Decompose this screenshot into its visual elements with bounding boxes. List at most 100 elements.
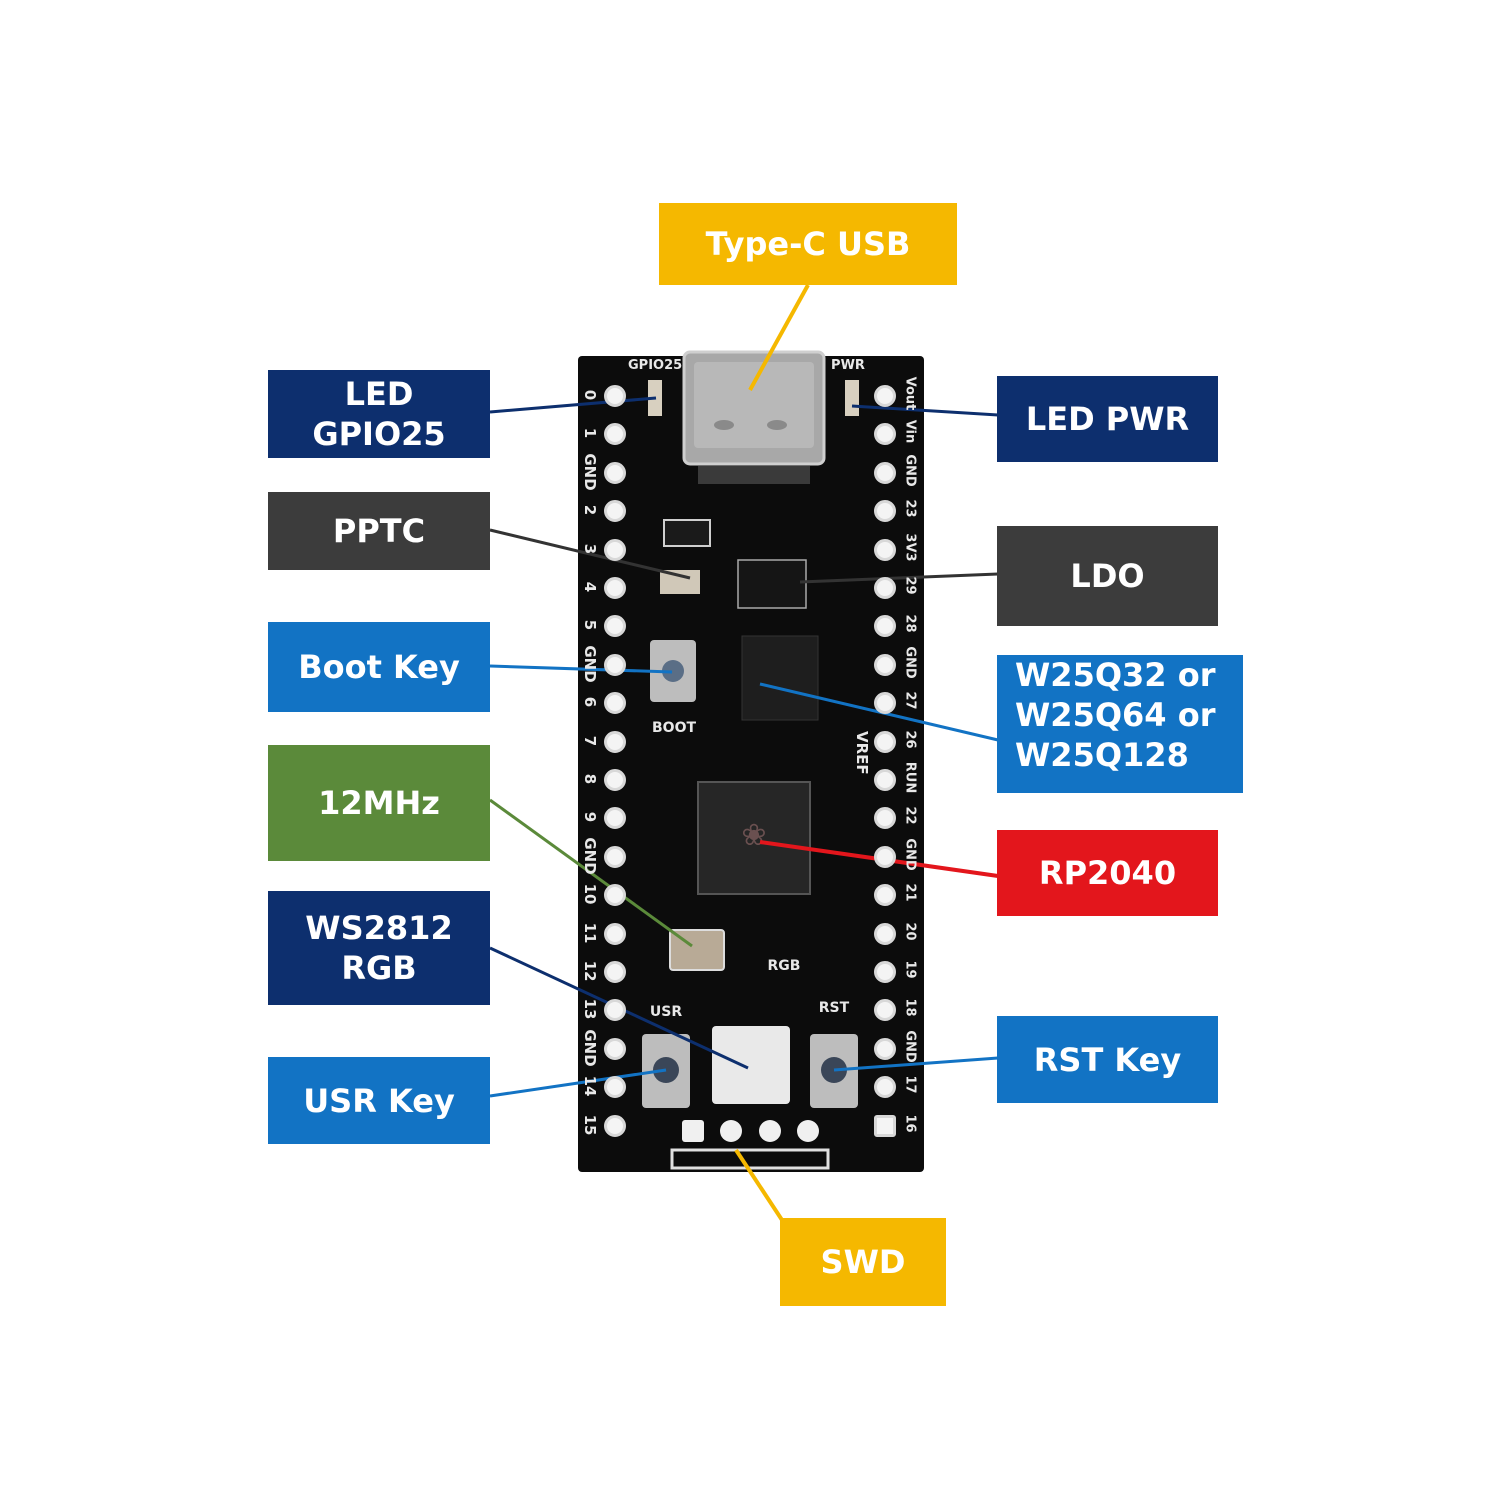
left-pin-label: 10: [581, 883, 599, 905]
left-pin-label: GND: [581, 645, 599, 683]
pptc-fuse: [660, 570, 700, 594]
left-header-pin: [604, 385, 626, 407]
label-led-gpio25: LED GPIO25: [268, 370, 490, 458]
label-rp2040: RP2040: [997, 830, 1218, 916]
label-text: Boot Key: [298, 648, 460, 686]
right-header-pin: [874, 999, 896, 1022]
label-text: GPIO25: [312, 415, 446, 453]
line-led-pwr: [851, 404, 999, 417]
left-header-pin: [604, 961, 626, 983]
right-header-pin: [874, 653, 896, 676]
right-pin-label: 28: [902, 614, 918, 633]
right-header-pin: [874, 385, 896, 407]
line-led-gpio25: [489, 396, 657, 414]
left-header-pin: [604, 807, 626, 830]
left-header-pin: [604, 500, 626, 523]
left-header-pin: [604, 769, 626, 791]
left-pin-label: 12: [581, 960, 599, 982]
line-ldo: [799, 572, 999, 584]
left-header-pin: [604, 845, 626, 868]
right-pin-label: 23: [902, 499, 918, 518]
pptc-part: [663, 519, 711, 547]
right-header-pin: [874, 730, 896, 753]
right-header-pin: [874, 538, 896, 561]
label-rst-key: RST Key: [997, 1016, 1218, 1103]
label-text: W25Q64 or: [1015, 696, 1216, 734]
line-usb: [748, 284, 810, 391]
line-crystal: [489, 798, 693, 948]
right-header-pin: [874, 692, 896, 715]
right-pin-label: RUN: [902, 761, 918, 794]
right-header-pin: [874, 577, 896, 599]
label-text: WS2812: [305, 909, 453, 947]
right-header-pin: [874, 845, 896, 868]
label-text: USR Key: [303, 1081, 455, 1120]
right-pin-label: 19: [902, 960, 918, 979]
ldo-chip: [737, 559, 807, 609]
left-header-pin: [604, 653, 626, 676]
label-text: LED: [344, 375, 414, 413]
label-text: LDO: [1070, 557, 1145, 595]
right-header-pin: [874, 1037, 896, 1060]
right-pin-label: GND: [902, 1030, 918, 1063]
label-text: RGB: [341, 949, 417, 987]
right-header-pin: [874, 461, 896, 484]
right-header-pin: [874, 615, 896, 638]
label-text: W25Q32 or: [1015, 656, 1216, 694]
left-pin-label: 11: [581, 922, 599, 944]
left-pin-label: GND: [581, 1029, 599, 1067]
left-pin-label: GND: [581, 453, 599, 491]
label-type-c-usb: Type-C USB: [659, 203, 957, 285]
right-header-pin: [874, 423, 896, 446]
led-pwr: [845, 380, 859, 416]
rst-button: [810, 1034, 858, 1108]
right-pin-label: Vout: [902, 376, 918, 411]
label-pptc: PPTC: [268, 492, 490, 570]
flash-chip: [741, 635, 819, 721]
left-header-pin: [604, 999, 626, 1022]
boot-button: [650, 640, 696, 702]
right-pin-label: 16: [902, 1114, 918, 1133]
left-pin-label: 2: [581, 504, 599, 516]
right-header-pin: [874, 1076, 896, 1099]
left-header-pin: [604, 1114, 626, 1137]
label-usr-key: USR Key: [268, 1057, 490, 1144]
left-pin-label: 6: [581, 696, 599, 708]
line-boot: [489, 664, 673, 674]
right-pin-label: 20: [902, 922, 918, 941]
left-header-pin: [604, 577, 626, 599]
right-pin-label: GND: [902, 454, 918, 487]
left-pin-label: 0: [581, 389, 599, 401]
line-swd: [734, 1148, 784, 1222]
label-swd: SWD: [780, 1218, 946, 1306]
label-text: RP2040: [1038, 854, 1177, 892]
left-header-pin: [604, 922, 626, 945]
right-header-pin: [874, 1114, 896, 1137]
left-pin-label: 14: [581, 1075, 599, 1097]
left-header-pin: [604, 615, 626, 638]
ws2812-led: [712, 1026, 790, 1104]
label-flash: W25Q32 or W25Q64 or W25Q128: [997, 655, 1243, 793]
label-text: LED PWR: [1025, 400, 1190, 438]
right-pin-label: Vin: [902, 420, 918, 444]
left-pin-label: 3: [581, 543, 599, 554]
left-header-pin: [604, 1037, 626, 1060]
left-header-pin: [604, 1076, 626, 1099]
right-pin-label: 26: [902, 730, 918, 749]
silk-pwr: PWR: [831, 358, 865, 373]
label-ldo: LDO: [997, 526, 1218, 626]
label-text: W25Q128: [1015, 736, 1189, 774]
right-header-pin: [874, 807, 896, 830]
rp2040-chip: ❀: [697, 781, 811, 895]
label-12mhz: 12MHz: [268, 745, 490, 861]
left-header-pin: [604, 730, 626, 753]
right-header-pin: [874, 500, 896, 523]
left-pin-label: 4: [581, 581, 599, 593]
silk-gpio25: GPIO25: [628, 358, 683, 373]
left-pin-label: 7: [581, 735, 599, 746]
silk-rgb: RGB: [767, 958, 801, 974]
left-pin-label: 8: [581, 773, 599, 785]
right-header-pin: [874, 922, 896, 945]
left-header-pin: [604, 423, 626, 446]
